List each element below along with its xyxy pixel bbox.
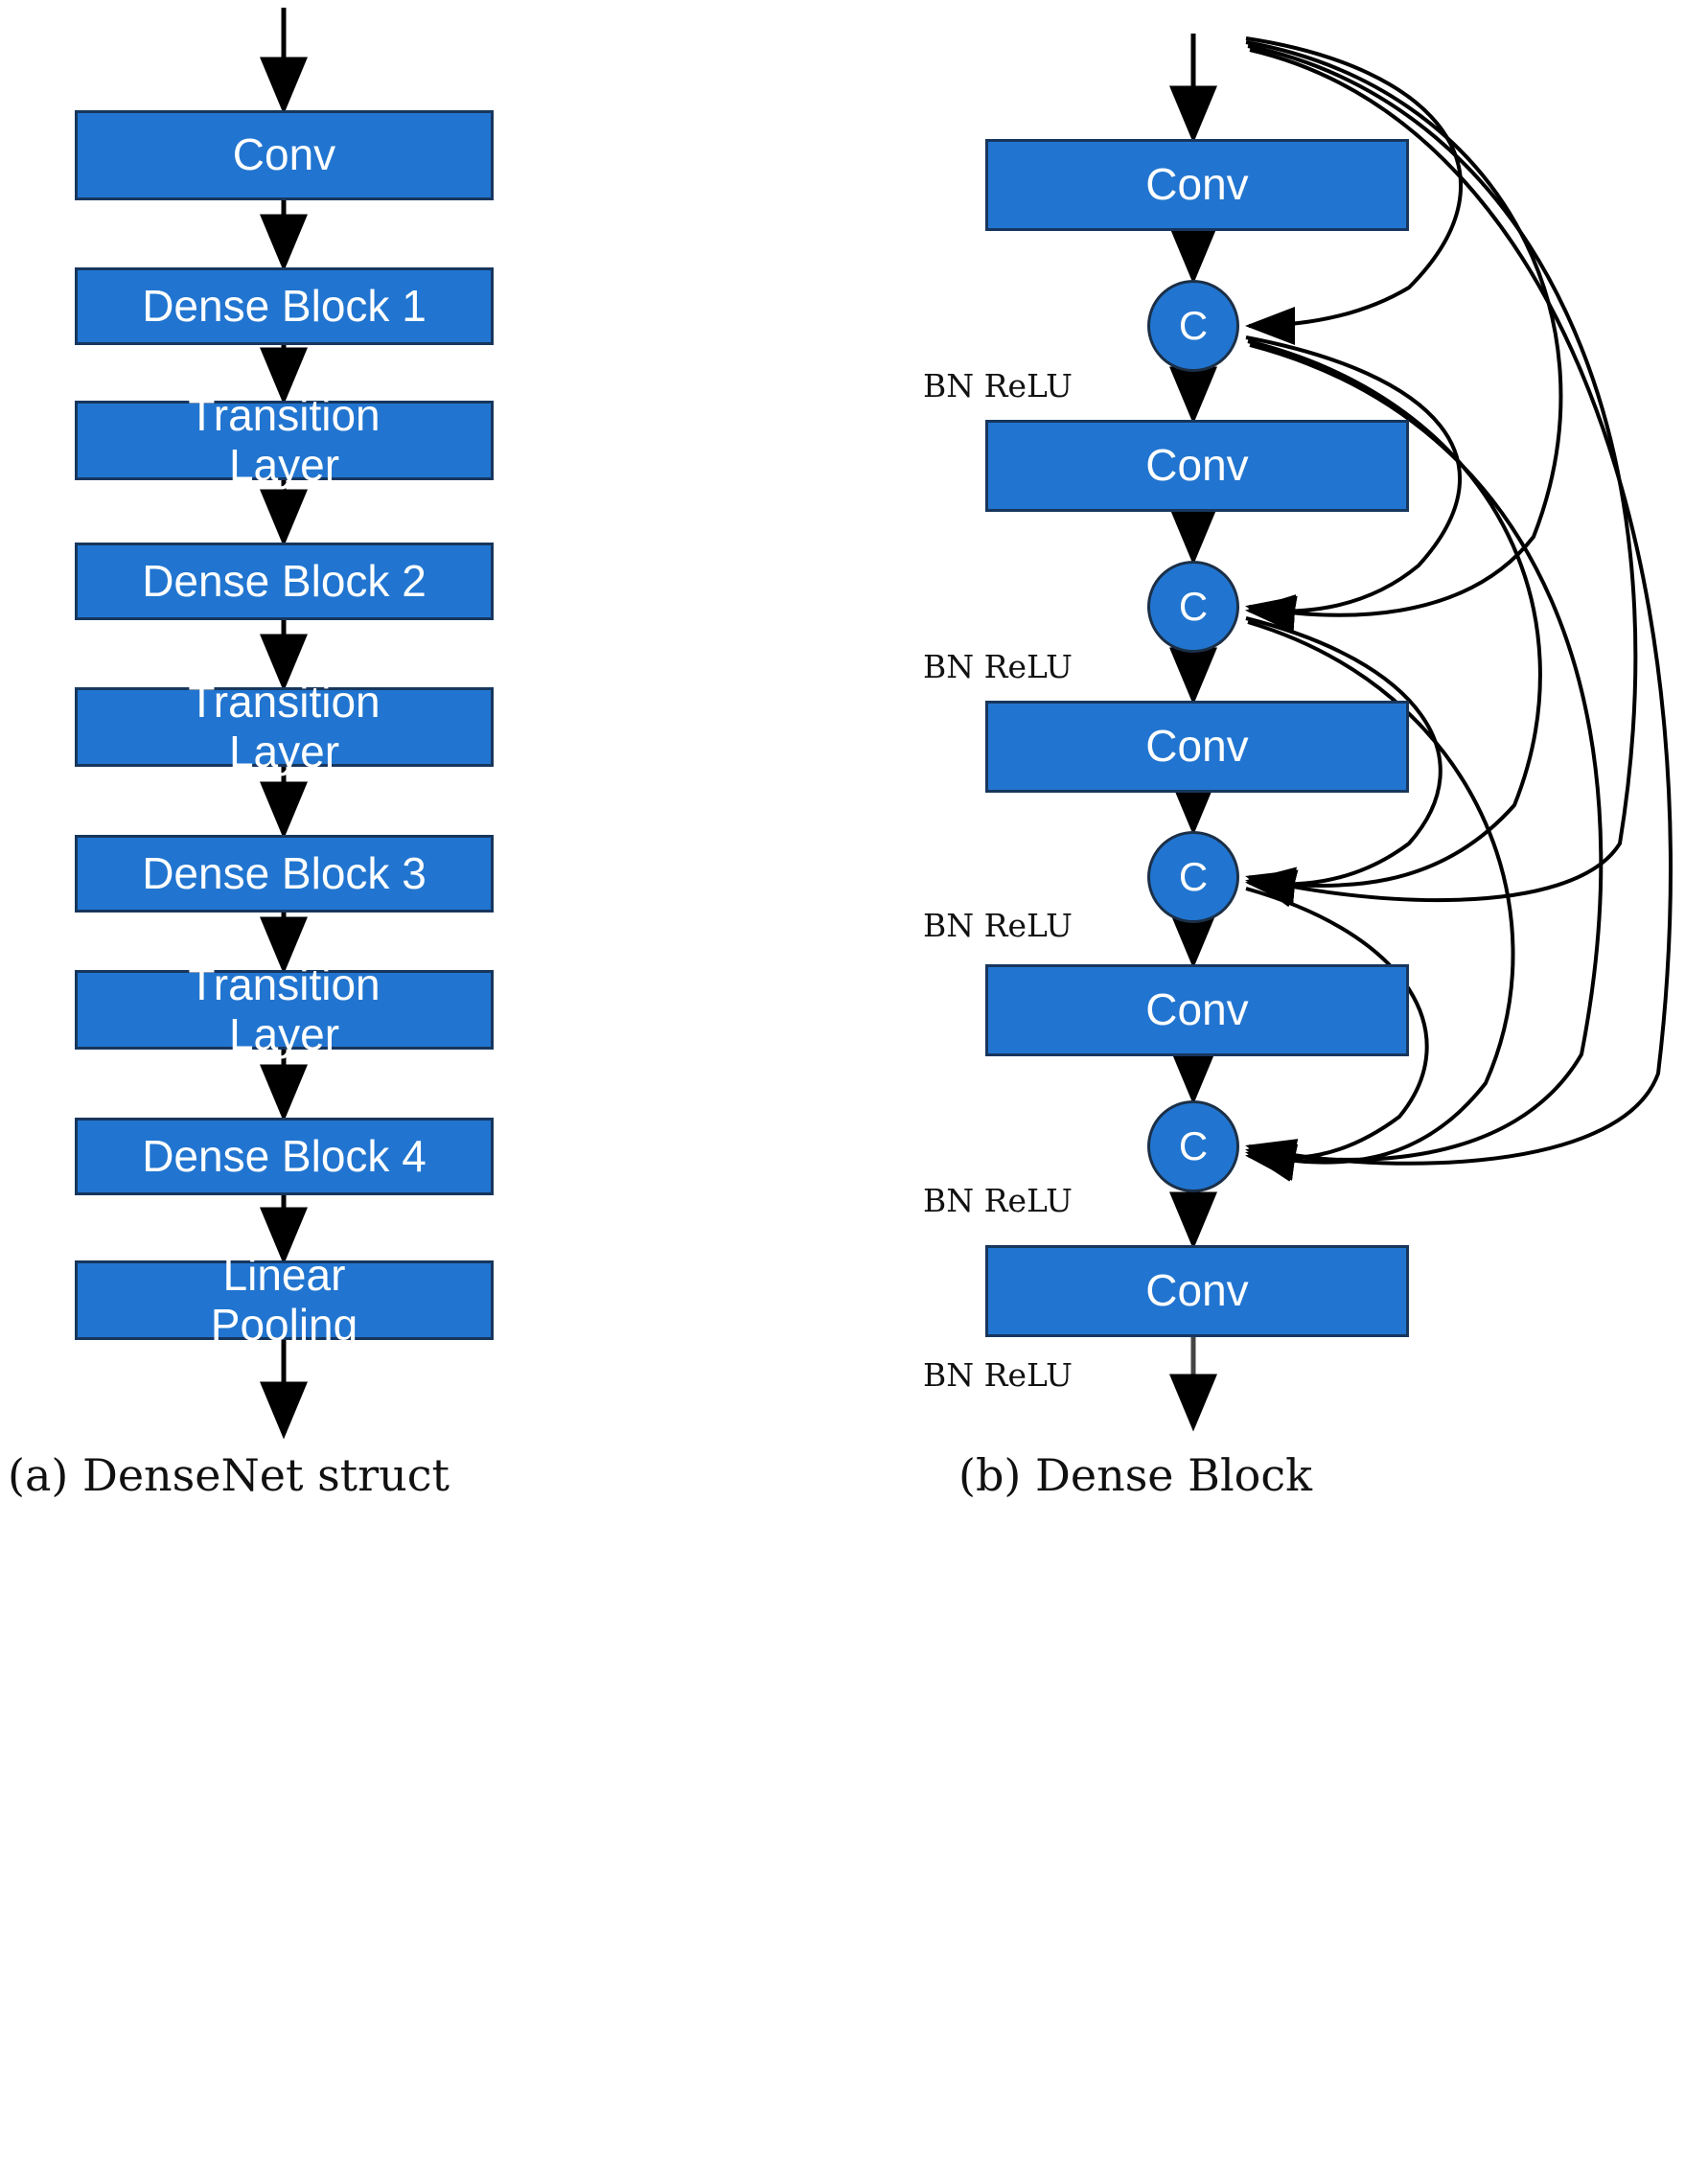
block-dense-block-4[interactable]: Dense Block 4 bbox=[75, 1118, 494, 1195]
concat-node-1[interactable]: C bbox=[1147, 280, 1239, 372]
concat-label: C bbox=[1178, 1123, 1209, 1168]
block-label: Dense Block 2 bbox=[142, 555, 427, 606]
block-label: Dense Block 1 bbox=[142, 280, 427, 331]
dense-skip-connections bbox=[1245, 36, 1673, 1182]
block-label: Dense Block 4 bbox=[142, 1130, 427, 1181]
block-label: Conv bbox=[1145, 1265, 1249, 1316]
concat-node-2[interactable]: C bbox=[1147, 561, 1239, 653]
concat-label: C bbox=[1178, 303, 1209, 348]
dense-conv-1[interactable]: Conv bbox=[985, 139, 1409, 231]
dense-conv-4[interactable]: Conv bbox=[985, 964, 1409, 1056]
concat-node-3[interactable]: C bbox=[1147, 831, 1239, 923]
bn-relu-label-5: BN ReLU bbox=[923, 1356, 1073, 1394]
block-label: Conv bbox=[1145, 159, 1249, 210]
block-label: Conv bbox=[1145, 440, 1249, 491]
bn-relu-label-4: BN ReLU bbox=[923, 1182, 1073, 1219]
block-label: Dense Block 3 bbox=[142, 847, 427, 898]
concat-label: C bbox=[1178, 584, 1209, 629]
dense-conv-2[interactable]: Conv bbox=[985, 420, 1409, 512]
caption-panel-a: (a) DenseNet struct bbox=[8, 1449, 450, 1501]
dense-conv-3[interactable]: Conv bbox=[985, 701, 1409, 793]
bn-relu-label-1: BN ReLU bbox=[923, 367, 1073, 404]
dense-conv-5[interactable]: Conv bbox=[985, 1245, 1409, 1337]
concat-label: C bbox=[1178, 854, 1209, 899]
block-dense-block-3[interactable]: Dense Block 3 bbox=[75, 835, 494, 913]
block-label: Conv bbox=[1145, 721, 1249, 772]
bn-relu-label-3: BN ReLU bbox=[923, 907, 1073, 944]
block-conv[interactable]: Conv bbox=[75, 110, 494, 200]
block-label: Conv bbox=[1145, 984, 1249, 1035]
bn-relu-label-2: BN ReLU bbox=[923, 648, 1073, 685]
block-label: Conv bbox=[232, 129, 336, 180]
block-dense-block-1[interactable]: Dense Block 1 bbox=[75, 267, 494, 345]
caption-panel-b: (b) Dense Block bbox=[958, 1449, 1312, 1501]
concat-node-4[interactable]: C bbox=[1147, 1100, 1239, 1192]
block-dense-block-2[interactable]: Dense Block 2 bbox=[75, 543, 494, 620]
